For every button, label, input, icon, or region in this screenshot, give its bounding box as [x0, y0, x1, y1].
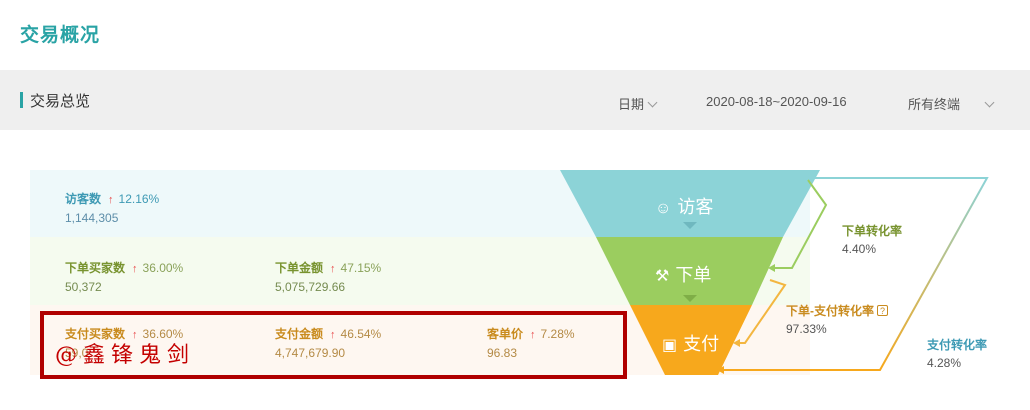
pay-amount-value: 4,747,679.90: [275, 346, 346, 360]
section-accent: [20, 92, 23, 108]
section-title: 交易总览: [30, 93, 91, 110]
help-icon[interactable]: ?: [877, 305, 888, 316]
arrow-up-icon: ↑: [330, 329, 336, 341]
total-rate-label: 支付转化率: [927, 338, 988, 352]
chevron-down-icon: [984, 97, 995, 108]
toolbar: 交易总览 日期 2020-08-18~2020-09-16 所有终端: [0, 70, 1030, 130]
arrow-up-icon: ↑: [132, 329, 138, 341]
pay-amount-metric: 支付金额 ↑ 46.54% 4,747,679.90: [275, 325, 381, 360]
unit-price-pct: 7.28%: [540, 327, 575, 341]
arrow-up-icon: ↑: [132, 263, 138, 275]
arrow-up-icon: ↑: [108, 194, 114, 206]
date-range-picker[interactable]: 2020-08-18~2020-09-16: [706, 94, 847, 109]
wallet-icon: ▣: [662, 337, 678, 354]
watermark: @鑫锋鬼剑: [55, 343, 196, 368]
total-rate-value: 4.28%: [927, 356, 962, 370]
visitors-value: 1,144,305: [65, 211, 119, 225]
pay-rate-label: 下单-支付转化率?: [786, 302, 888, 319]
order-buyers-value: 50,372: [65, 280, 102, 294]
date-type-label: 日期: [618, 97, 645, 112]
order-amount-value: 5,075,729.66: [275, 280, 346, 294]
pay-buyers-metric: 支付买家数 ↑ 36.60% 59,0: [65, 325, 183, 360]
funnel-order-label: ⚒下单: [655, 265, 712, 285]
arrow-up-icon: ↑: [530, 329, 536, 341]
order-rate-value: 4.40%: [842, 242, 877, 256]
chevron-down-icon: [647, 97, 658, 108]
unit-price-label: 客单价: [487, 327, 524, 341]
date-type-select[interactable]: 日期: [618, 94, 658, 113]
hammer-icon: ⚒: [655, 268, 670, 285]
terminal-select[interactable]: 所有终端: [908, 94, 995, 113]
order-rate-label: 下单转化率: [842, 224, 903, 238]
arrow-up-icon: ↑: [330, 263, 336, 275]
page-title: 交易概况: [20, 25, 101, 46]
unit-price-metric: 客单价 ↑ 7.28% 96.83: [487, 325, 575, 360]
pay-amount-label: 支付金额: [275, 327, 324, 341]
order-conversion-rate: 下单转化率 4.40%: [842, 222, 902, 256]
total-conversion-rate: 支付转化率 4.28%: [927, 336, 987, 370]
order-buyers-pct: 36.00%: [142, 261, 184, 275]
order-buyers-label: 下单买家数: [65, 261, 126, 275]
unit-price-value: 96.83: [487, 346, 518, 360]
visitors-pct: 12.16%: [118, 192, 160, 206]
terminal-label: 所有终端: [908, 97, 961, 112]
order-amount-pct: 47.15%: [340, 261, 382, 275]
pay-buyers-label: 支付买家数: [65, 327, 126, 341]
user-icon: ☺: [655, 200, 672, 217]
funnel-visit-label: ☺访客: [655, 197, 714, 217]
visitors-label: 访客数: [65, 192, 102, 206]
pay-buyers-value: 59,0: [65, 346, 89, 360]
order-amount-label: 下单金额: [275, 261, 324, 275]
funnel-pay-label: ▣支付: [662, 334, 720, 354]
pay-buyers-pct: 36.60%: [142, 327, 184, 341]
pay-rate-value: 97.33%: [786, 322, 827, 336]
visitors-metric: 访客数 ↑ 12.16% 1,144,305: [65, 190, 159, 225]
pay-conversion-rate: 下单-支付转化率? 97.33%: [786, 302, 888, 336]
order-amount-metric: 下单金额 ↑ 47.15% 5,075,729.66: [275, 259, 381, 294]
order-buyers-metric: 下单买家数 ↑ 36.00% 50,372: [65, 259, 183, 294]
pay-amount-pct: 46.54%: [340, 327, 382, 341]
